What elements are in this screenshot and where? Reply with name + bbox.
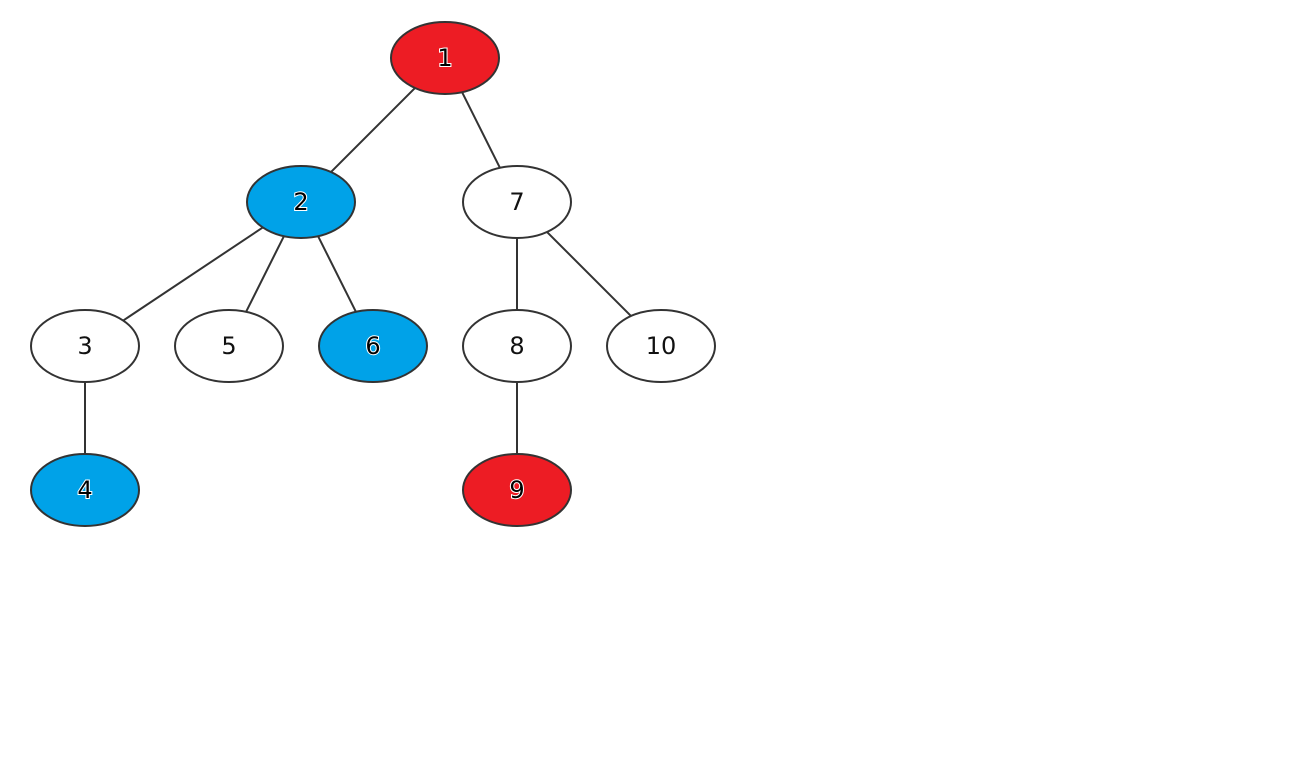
node-ellipse-8	[462, 309, 572, 383]
nodes-layer: 1 2 7 3 5 6 8 10 4 9	[30, 21, 716, 527]
tree-node-4: 4	[30, 453, 140, 527]
tree-node-8: 8	[462, 309, 572, 383]
node-label-4: 4	[77, 476, 92, 504]
tree-node-10: 10	[606, 309, 716, 383]
node-ellipse-9	[462, 453, 572, 527]
node-label-8: 8	[509, 332, 524, 360]
node-label-3: 3	[77, 332, 92, 360]
edge-2-5	[245, 235, 285, 313]
edge-7-10	[546, 231, 632, 317]
node-label-10: 10	[646, 332, 677, 360]
tree-node-9: 9	[462, 453, 572, 527]
node-label-1: 1	[437, 44, 452, 72]
tree-node-6: 6	[318, 309, 428, 383]
edge-1-7	[461, 91, 501, 169]
tree-node-1: 1	[390, 21, 500, 95]
node-ellipse-6	[318, 309, 428, 383]
node-label-7: 7	[509, 188, 524, 216]
tree-node-5: 5	[174, 309, 284, 383]
node-ellipse-10	[606, 309, 716, 383]
node-label-2: 2	[293, 188, 308, 216]
tree-node-7: 7	[462, 165, 572, 239]
node-ellipse-7	[462, 165, 572, 239]
node-label-5: 5	[221, 332, 236, 360]
node-ellipse-5	[174, 309, 284, 383]
edge-2-3	[122, 226, 264, 322]
edges-layer	[84, 87, 632, 454]
edge-2-6	[317, 235, 357, 313]
node-ellipse-4	[30, 453, 140, 527]
tree-node-3: 3	[30, 309, 140, 383]
edge-1-2	[330, 87, 416, 173]
tree-node-2: 2	[246, 165, 356, 239]
node-ellipse-3	[30, 309, 140, 383]
node-label-9: 9	[509, 476, 524, 504]
node-label-6: 6	[365, 332, 380, 360]
node-ellipse-2	[246, 165, 356, 239]
node-ellipse-1	[390, 21, 500, 95]
